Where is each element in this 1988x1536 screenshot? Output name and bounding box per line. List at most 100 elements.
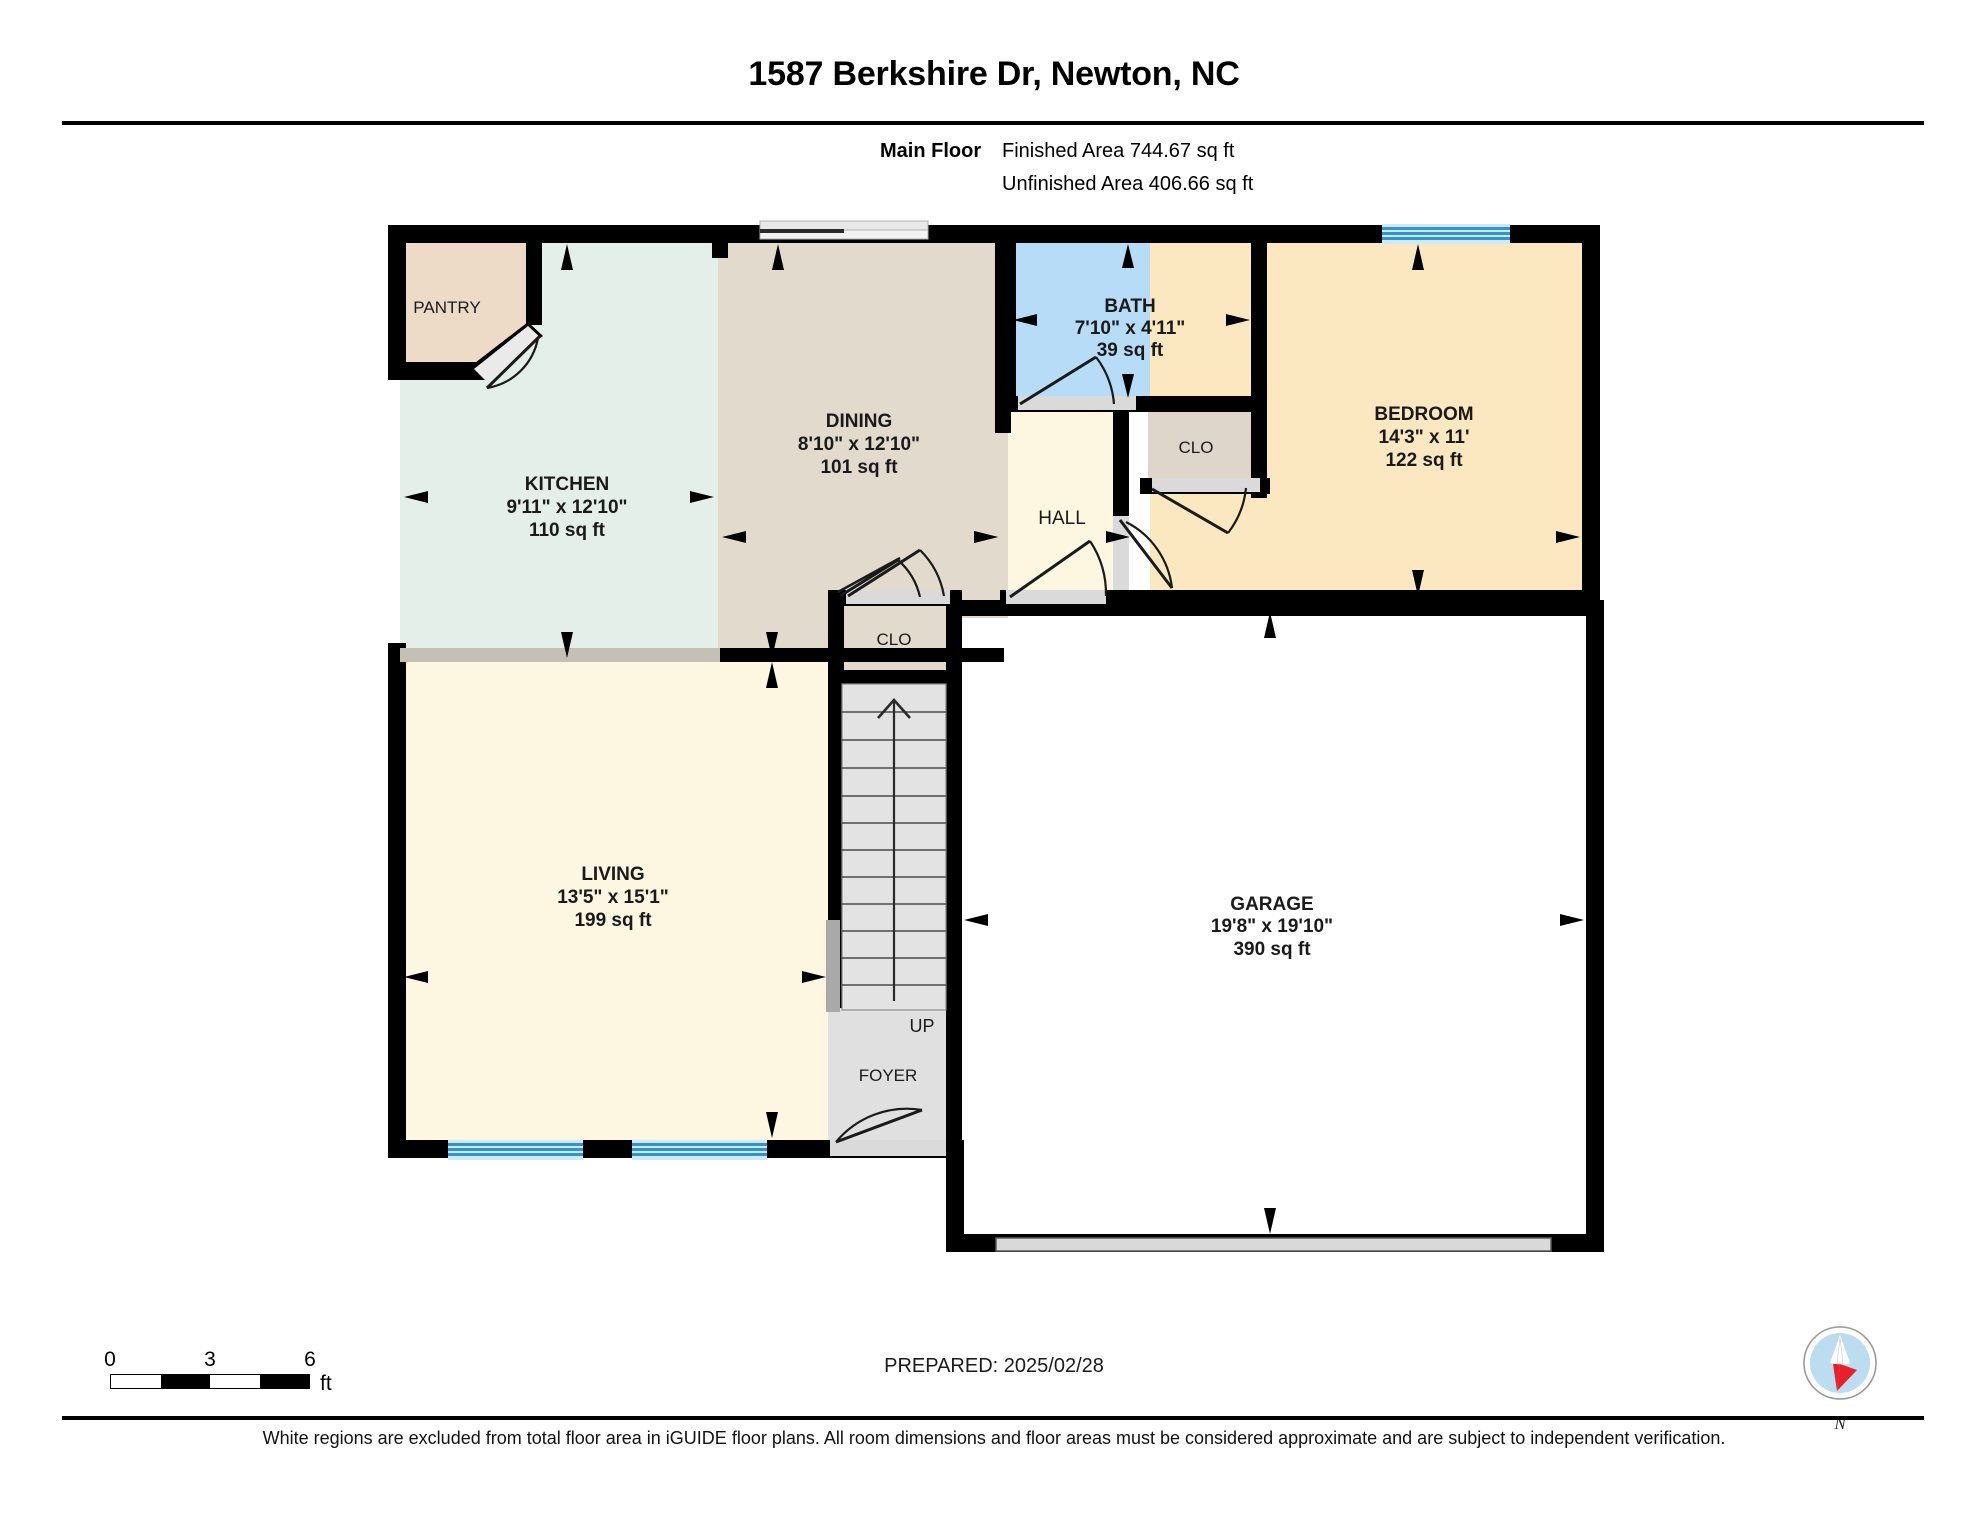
arrow-garage-south [1264, 1208, 1276, 1234]
area-summary: Main Floor Finished Area 744.67 sq ft Un… [880, 135, 1253, 201]
clo-stair-label: CLO [877, 630, 912, 649]
unfinished-area: Unfinished Area 406.66 sq ft [1002, 173, 1254, 195]
garage-door [995, 1237, 1552, 1252]
arrow-kitchen-north [561, 244, 573, 270]
bedroom-fill-2 [1265, 240, 1597, 598]
dimension-arrows [404, 244, 1584, 1234]
scale-bar: 0 3 6 ft [104, 1348, 332, 1395]
door-hall-living [1006, 539, 1108, 604]
compass-rose: N [1795, 1318, 1885, 1434]
compass-icon [1803, 1326, 1877, 1400]
arrow-bedroom-south [1412, 570, 1424, 596]
scale-tick-6: 6 [304, 1348, 316, 1371]
counter-kitchen-south [400, 648, 720, 662]
hall-label: HALL [1038, 508, 1086, 529]
bedroom-dims: 14'3" x 11' [1379, 427, 1470, 448]
arrow-kitchen-west [404, 491, 428, 503]
arrow-dining-south [766, 632, 778, 658]
dining-dims: 8'10" x 12'10" [798, 434, 920, 455]
disclaimer-text: White regions are excluded from total fl… [262, 1428, 1726, 1448]
stair-treads [841, 683, 947, 1011]
bedroom-label: BEDROOM [1374, 404, 1473, 425]
kitchen-area: 110 sq ft [529, 520, 606, 541]
arrow-hall-west [974, 531, 998, 543]
clo-bath-label: CLO [1179, 438, 1214, 457]
prepared-date: PREPARED: 2025/02/28 [884, 1355, 1104, 1377]
bath-dims: 7'10" x 4'11" [1075, 318, 1186, 339]
floor-label: Main Floor [880, 140, 982, 162]
arrow-bath-east [1226, 314, 1250, 326]
wall-hall-left-2 [995, 243, 1011, 405]
wall-kitchen-dining-top [712, 243, 728, 258]
door-bath [1018, 355, 1136, 410]
scale-track [110, 1374, 310, 1389]
finished-area: Finished Area 744.67 sq ft [1002, 140, 1235, 162]
arrow-bath-north [1122, 244, 1134, 268]
room-fills [392, 240, 1600, 1246]
wall-bedroom-left [1251, 403, 1267, 498]
door-dining-closet [837, 556, 901, 594]
arrow-garage-east [1560, 914, 1584, 926]
wall-bath-right [1251, 243, 1267, 403]
wall-garage-right [1586, 600, 1604, 1252]
door-closet-swing-extra [839, 558, 922, 598]
arrow-garage-north [1264, 612, 1276, 638]
living-fill [392, 660, 830, 1145]
scale-segment-2 [160, 1375, 210, 1388]
wall-stairs-right [946, 590, 962, 1146]
wall-top [388, 225, 1600, 243]
doors [474, 326, 1260, 1156]
pantry-label: PANTRY [413, 298, 480, 317]
footer-divider [62, 1416, 1924, 1420]
arrow-kitchen-east [690, 491, 714, 503]
wall-garage-top [946, 600, 1604, 616]
garage-dims: 19'8" x 19'10" [1211, 916, 1333, 937]
scale-ticks: 0 3 6 [104, 1348, 316, 1372]
arrow-living-west [404, 971, 428, 983]
garage-fill [960, 618, 1600, 1246]
door-front-entry [830, 1107, 946, 1156]
arrow-living-east [802, 971, 826, 983]
compass-north-label: N [1834, 1414, 1846, 1433]
arrow-living-south [766, 1112, 778, 1138]
wall-pantry-right [526, 243, 542, 325]
stairs-up-label: UP [909, 1016, 934, 1036]
wall-right-bedroom [1582, 225, 1600, 606]
window-living-south-1 [448, 1140, 583, 1160]
scale-tick-3: 3 [204, 1348, 216, 1371]
arrow-bath-west [1013, 314, 1037, 326]
bedroom-area: 122 sq ft [1385, 450, 1463, 471]
window-dining-slider [759, 220, 929, 240]
arrow-bedroom-north [1412, 244, 1424, 270]
garage-area: 390 sq ft [1233, 939, 1311, 960]
stair-rail [826, 920, 840, 1012]
bath-area: 39 sq ft [1097, 340, 1164, 361]
wall-clo-stair-left [828, 590, 844, 686]
arrow-garage-west [964, 914, 988, 926]
arrow-dining-north [772, 244, 784, 270]
wall-left-upper [388, 225, 406, 378]
dining-label: DINING [826, 411, 893, 432]
wall-clo-stair-bottom [828, 670, 960, 684]
wall-left-lower [388, 655, 406, 1155]
dining-area: 101 sq ft [820, 457, 898, 478]
bath-label: BATH [1104, 296, 1155, 317]
clo-bath-fill-2 [1148, 408, 1265, 483]
arrow-living-north [766, 662, 778, 688]
scale-unit-label: ft [320, 1372, 332, 1395]
pantry-fill-top [400, 240, 533, 377]
arrow-kitchen-south [561, 632, 573, 658]
page-title: 1587 Berkshire Dr, Newton, NC [748, 55, 1240, 93]
living-dims: 13'5" x 15'1" [557, 887, 669, 908]
hall-fill [1008, 405, 1118, 605]
wall-garage-left [946, 1140, 964, 1252]
window-living-south-2 [632, 1140, 767, 1160]
scale-tick-0: 0 [104, 1348, 116, 1371]
scale-segment-4 [259, 1375, 309, 1388]
wall-dining-bottom [714, 648, 1004, 662]
arrow-bedroom-east [1556, 531, 1580, 543]
wall-pantry-bottom [388, 362, 486, 380]
title-divider [62, 121, 1924, 125]
